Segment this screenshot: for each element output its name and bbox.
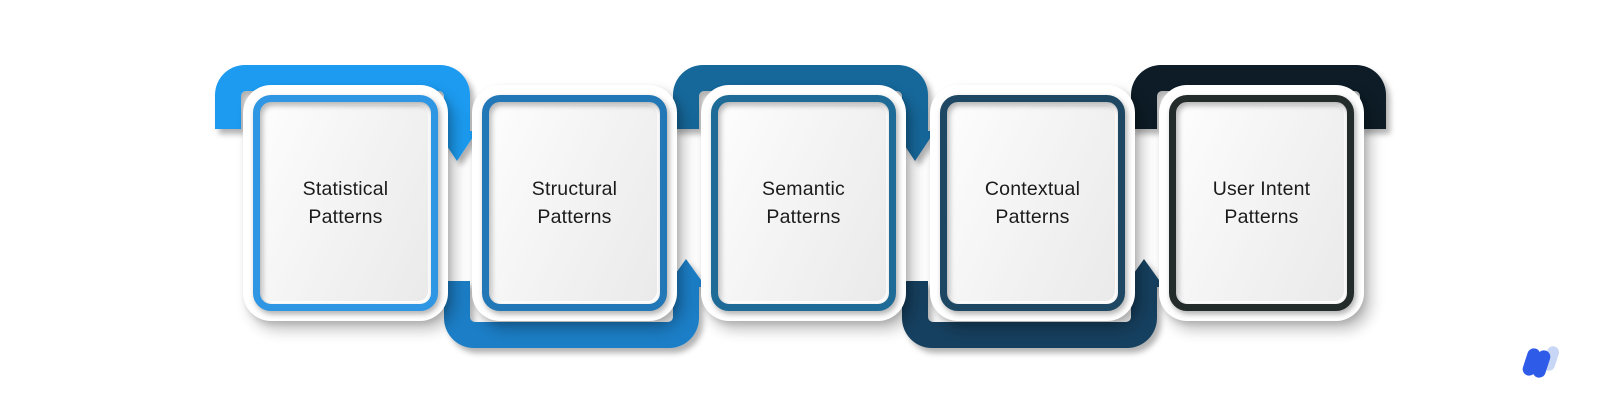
pattern-label: Semantic Patterns bbox=[762, 178, 845, 228]
pattern-card-2: Structural Patterns bbox=[472, 85, 677, 321]
pattern-label: User Intent Patterns bbox=[1212, 178, 1311, 228]
pattern-label: Contextual Patterns bbox=[984, 178, 1081, 228]
pattern-label: Statistical Patterns bbox=[302, 178, 389, 228]
pattern-card-interior: Contextual Patterns bbox=[950, 105, 1115, 301]
pattern-card-interior: Statistical Patterns bbox=[263, 105, 428, 301]
brand-logo bbox=[1522, 346, 1560, 378]
ribbon-arrow-4 bbox=[902, 259, 1164, 348]
pattern-card-3: Semantic Patterns bbox=[701, 85, 906, 321]
pattern-card-4: Contextual Patterns bbox=[930, 85, 1135, 321]
ribbon-arrow-2 bbox=[444, 259, 706, 348]
pattern-card-interior: Semantic Patterns bbox=[721, 105, 886, 301]
pattern-card-1: Statistical Patterns bbox=[243, 85, 448, 321]
pattern-card-5: User Intent Patterns bbox=[1159, 85, 1364, 321]
pattern-label: Structural Patterns bbox=[531, 178, 618, 228]
ribbon-arrow-5 bbox=[1131, 65, 1386, 129]
logo-bar bbox=[1532, 350, 1551, 378]
pattern-card-interior: User Intent Patterns bbox=[1179, 105, 1344, 301]
pattern-card-interior: Structural Patterns bbox=[492, 105, 657, 301]
